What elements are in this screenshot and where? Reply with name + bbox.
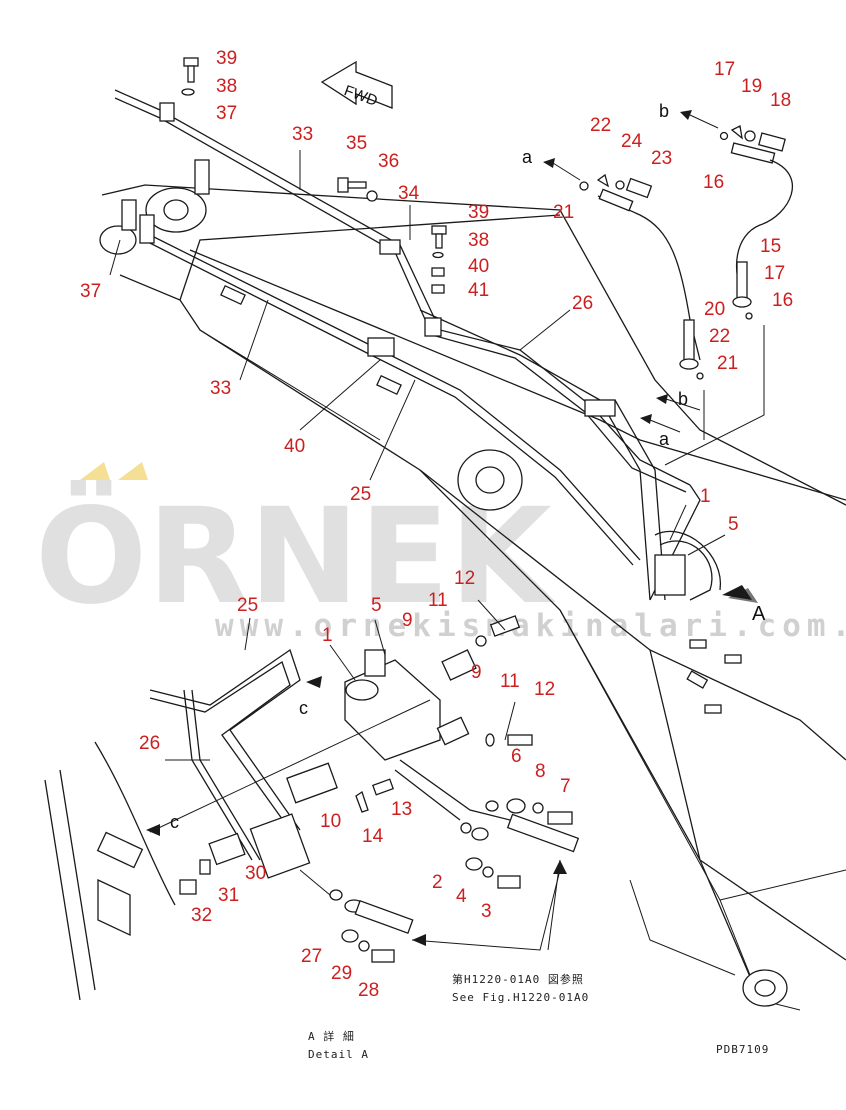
fwd-indicator: FWD bbox=[320, 60, 393, 110]
part-label: 5 bbox=[728, 514, 739, 535]
detail-title-en: Detail A bbox=[308, 1048, 369, 1061]
part-label: 5 bbox=[371, 595, 382, 616]
part-label: 23 bbox=[651, 148, 672, 169]
part-label: 38 bbox=[216, 76, 237, 97]
part-label: 16 bbox=[772, 290, 793, 311]
arrow-letters: a b b a c c A bbox=[170, 101, 766, 832]
part-label: 33 bbox=[210, 378, 231, 399]
part-label: 36 bbox=[378, 151, 399, 172]
part-label: 2 bbox=[432, 872, 443, 893]
part-label: 8 bbox=[535, 761, 546, 782]
part-label: 37 bbox=[216, 103, 237, 124]
part-label: 6 bbox=[511, 746, 522, 767]
part-label: 4 bbox=[456, 886, 467, 907]
part-label: 38 bbox=[468, 230, 489, 251]
part-label: 31 bbox=[218, 885, 239, 906]
part-label: 22 bbox=[590, 115, 611, 136]
part-label: 12 bbox=[534, 679, 555, 700]
loose-parts bbox=[181, 57, 793, 466]
hydraulic-lines bbox=[114, 89, 721, 601]
arrow-letter: c bbox=[170, 812, 179, 832]
part-label: 26 bbox=[572, 293, 593, 314]
part-label: 15 bbox=[760, 236, 781, 257]
part-label: 37 bbox=[80, 281, 101, 302]
part-label: 41 bbox=[468, 280, 489, 301]
part-label: 12 bbox=[454, 568, 475, 589]
detail-a bbox=[44, 585, 758, 1001]
part-label: 1 bbox=[700, 486, 711, 507]
detail-title-jp: A 詳 細 bbox=[308, 1029, 355, 1043]
part-label: 27 bbox=[301, 946, 322, 967]
part-label: 10 bbox=[320, 811, 341, 832]
watermark-dot-right bbox=[118, 462, 148, 480]
arrow-letter: a bbox=[659, 429, 670, 449]
part-label: 26 bbox=[139, 733, 160, 754]
watermark: ÖRNEK www.ornekismakinalari.com.tr bbox=[35, 462, 846, 644]
part-label: 32 bbox=[191, 905, 212, 926]
part-label: 21 bbox=[553, 202, 574, 223]
note-jp: 第H1220-01A0 図参照 bbox=[452, 972, 584, 986]
part-label: 33 bbox=[292, 124, 313, 145]
part-label: 7 bbox=[560, 776, 571, 797]
part-label: 35 bbox=[346, 133, 367, 154]
part-label: 16 bbox=[703, 172, 724, 193]
part-label: 19 bbox=[741, 76, 762, 97]
leader-lines bbox=[109, 110, 726, 761]
arrow-letter: b bbox=[659, 101, 669, 121]
part-label: 1 bbox=[322, 625, 333, 646]
part-label: 11 bbox=[500, 671, 520, 692]
part-label: 24 bbox=[621, 131, 643, 152]
part-label: 20 bbox=[704, 299, 725, 320]
figure-code: PDB7109 bbox=[716, 1043, 769, 1056]
part-label: 28 bbox=[358, 980, 379, 1001]
arrow-letter: b bbox=[678, 389, 688, 409]
part-label: 14 bbox=[362, 826, 384, 847]
part-label: 3 bbox=[481, 901, 492, 922]
part-label: 21 bbox=[717, 353, 738, 374]
arrow-letter: a bbox=[522, 147, 533, 167]
part-label: 17 bbox=[764, 263, 785, 284]
arrow-letter: c bbox=[299, 698, 308, 718]
part-label: 39 bbox=[216, 48, 237, 69]
part-label: 34 bbox=[398, 183, 420, 204]
note-en: See Fig.H1220-01A0 bbox=[452, 991, 589, 1004]
watermark-dot-left bbox=[80, 462, 110, 480]
part-label: 25 bbox=[350, 484, 371, 505]
part-label: 17 bbox=[714, 59, 735, 80]
boom-body bbox=[99, 184, 846, 1011]
part-label: 39 bbox=[468, 202, 489, 223]
part-label: 22 bbox=[709, 326, 730, 347]
part-label: 9 bbox=[471, 662, 482, 683]
part-label: 40 bbox=[468, 256, 489, 277]
part-label: 9 bbox=[402, 610, 413, 631]
part-label: 18 bbox=[770, 90, 791, 111]
part-label: 11 bbox=[428, 590, 448, 611]
part-label: 13 bbox=[391, 799, 412, 820]
part-label: 30 bbox=[245, 863, 266, 884]
detail-marker: A bbox=[752, 603, 766, 625]
part-label: 29 bbox=[331, 963, 352, 984]
part-labels: 39 38 37 33 35 36 34 39 38 40 41 37 33 4… bbox=[80, 48, 793, 1001]
watermark-url: www.ornekismakinalari.com.tr bbox=[215, 608, 846, 644]
watermark-logo: ÖRNEK bbox=[35, 480, 556, 634]
part-label: 40 bbox=[284, 436, 305, 457]
notes: 第H1220-01A0 図参照 See Fig.H1220-01A0 A 詳 細… bbox=[308, 972, 769, 1061]
part-label: 25 bbox=[237, 595, 258, 616]
